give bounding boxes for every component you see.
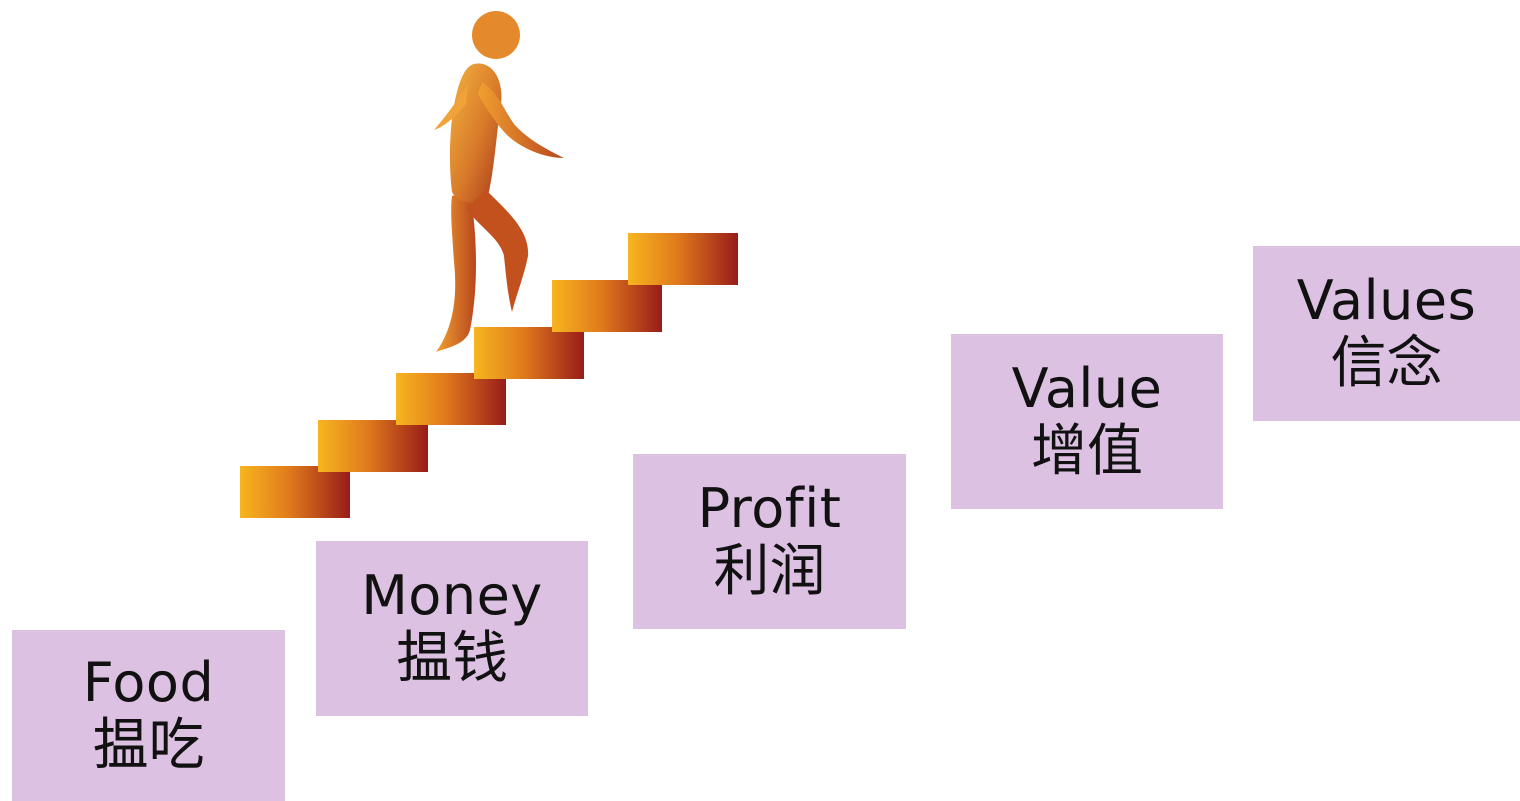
step-value-label-zh: 增值 [1031, 419, 1143, 485]
step-money-label-zh: 揾钱 [396, 626, 508, 692]
step-profit-label-zh: 利润 [713, 539, 826, 605]
stair-step [628, 233, 738, 285]
person-climbing-stairs-icon [240, 11, 738, 518]
step-food-label-en: Food [82, 650, 215, 714]
stair-step [552, 280, 662, 332]
step-food: Food 揾吃 [12, 630, 285, 801]
step-values-label-en: Values [1296, 268, 1477, 332]
stair-step [396, 373, 506, 425]
step-profit-label-en: Profit [697, 476, 842, 540]
stair-step [240, 466, 350, 518]
step-values: Values 信念 [1253, 246, 1520, 421]
step-food-label-zh: 揾吃 [92, 713, 205, 779]
stair-step [474, 327, 584, 379]
staircase [240, 233, 738, 518]
step-money-label-en: Money [361, 563, 543, 627]
step-value-label-en: Value [1011, 356, 1163, 420]
figure-head [472, 11, 520, 59]
stair-step [318, 420, 428, 472]
step-profit: Profit 利润 [633, 454, 906, 629]
step-value: Value 增值 [951, 334, 1223, 509]
step-values-label-zh: 信念 [1330, 331, 1443, 397]
walking-figure [434, 11, 564, 352]
step-money: Money 揾钱 [316, 541, 588, 716]
